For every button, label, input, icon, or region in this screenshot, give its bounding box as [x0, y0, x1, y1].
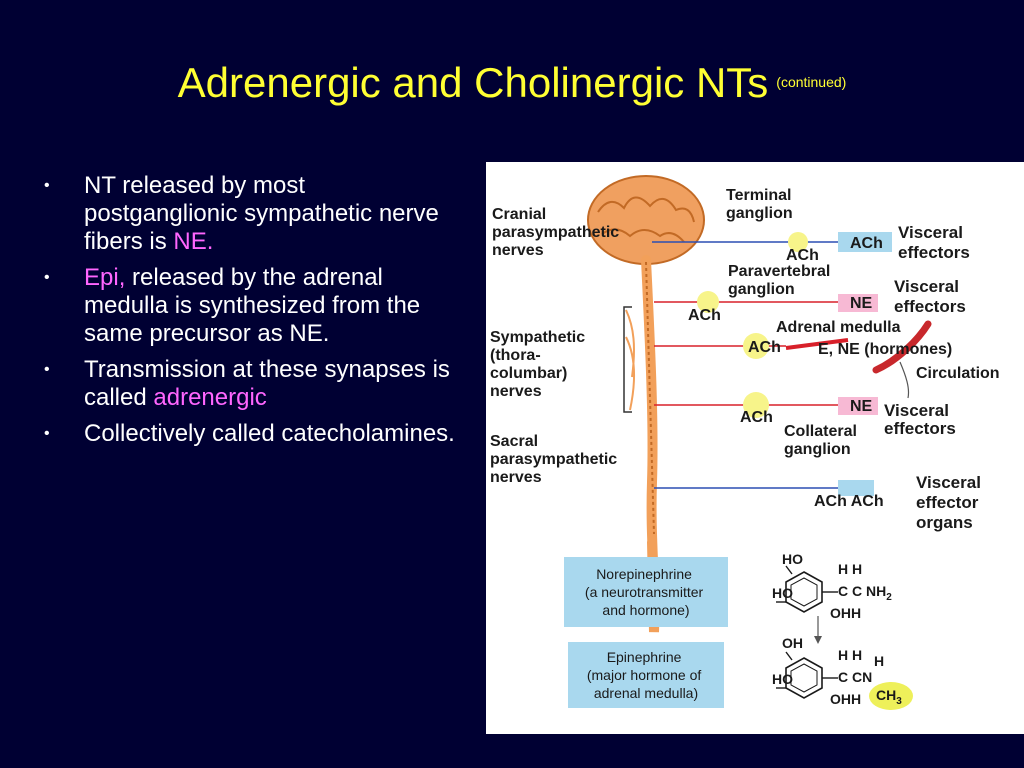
adrenal-ganglion [743, 333, 769, 359]
ne-ho-top: HO [782, 551, 803, 567]
visceral-effectors-1: Visceral effectors [898, 223, 970, 262]
title-subtitle: (continued) [776, 74, 847, 90]
ach-chip-cranial [838, 232, 892, 252]
circulation-label: Circulation [916, 365, 1000, 382]
epi-hh: H H [838, 647, 862, 663]
bullet-text: released by the adrenal medulla is synth… [84, 264, 421, 347]
bullet-list: • NT released by most postganglionic symp… [44, 172, 464, 456]
paravertebral-ganglion [697, 291, 719, 313]
epi-ho-left: HO [772, 671, 793, 687]
sacral-label: Sacral parasympathetic nerves [490, 433, 622, 486]
epi-oh-top: OH [782, 635, 803, 651]
adrenal-medulla-label: Adrenal medulla [776, 319, 901, 336]
epi-ccn: C CN [838, 669, 872, 685]
terminal-ganglion [788, 232, 808, 252]
bullet-text: NT released by most postganglionic sympa… [84, 172, 439, 255]
nerve-branches [625, 309, 636, 411]
bullet-item: • NT released by most postganglionic symp… [44, 172, 464, 256]
ne-paravertebral-label: NE [850, 295, 873, 312]
terminal-ganglion-label: Terminal ganglion [726, 187, 796, 222]
circulation-vessel [872, 320, 932, 374]
slide-title: Adrenergic and Cholinergic NTs (continued… [0, 58, 1024, 107]
norepinephrine-box [564, 557, 728, 627]
ach-ach-sacral-label: ACh ACh [814, 493, 884, 510]
ach-terminal-label: ACh [786, 247, 819, 264]
collateral-ganglion [743, 392, 769, 418]
highlighted-term: Epi, [84, 264, 126, 291]
sympathetic-label: Sympathetic (thora- columbar) nerves [490, 329, 590, 400]
paravertebral-ganglion-label: Paravertebral ganglion [728, 263, 835, 298]
bullet-item: • Epi, released by the adrenal medulla is… [44, 264, 464, 348]
highlighted-term: NE. [173, 228, 214, 255]
sympathetic-bracket [623, 306, 632, 413]
bullet-dot: • [44, 177, 50, 194]
ach-chip-sacral [838, 480, 874, 496]
ne-ohh: OHH [830, 605, 861, 621]
visceral-effector-organs: Visceral effector organs [916, 473, 986, 532]
norepinephrine-structure [776, 565, 838, 613]
hormones-label: E, NE (hormones) [818, 341, 952, 358]
brain-illustration [587, 175, 705, 265]
ach-effector-label: ACh [850, 235, 883, 252]
ne-cc: C C [838, 583, 862, 599]
ne-hh: H H [838, 561, 862, 577]
collateral-ganglion-label: Collateral ganglion [784, 423, 861, 458]
bullet-dot: • [44, 361, 50, 378]
ne-chip-paravertebral [838, 294, 878, 312]
bullet-item: • Transmission at these synapses is calle… [44, 356, 464, 412]
ne-chip-collateral [838, 397, 878, 415]
bullet-text: Transmission at these synapses is called [84, 356, 450, 411]
ach-paravertebral-label: ACh [688, 307, 721, 324]
cranial-label: Cranial parasympathetic nerves [492, 206, 624, 259]
epi-ohh: OHH [830, 691, 861, 707]
epinephrine-structure [776, 651, 838, 699]
circulation-arrow [899, 361, 910, 399]
bullet-text: Collectively called catecholamines. [84, 420, 455, 447]
figure-svg: Cranial parasympathetic nerves Sympathet… [490, 175, 1000, 710]
brain-folds [597, 196, 695, 243]
visceral-effectors-2: Visceral effectors [894, 277, 966, 316]
highlighted-term: adrenergic [153, 384, 267, 411]
nervous-system-figure: Cranial parasympathetic nerves Sympathet… [486, 162, 1024, 734]
ne-ho-left: HO [772, 585, 793, 601]
synthesis-arrowhead [814, 636, 822, 644]
bullet-item: • Collectively called catecholamines. [44, 420, 464, 448]
bullet-dot: • [44, 269, 50, 286]
epi-ch3: CH3 [876, 687, 902, 707]
epi-h: H [874, 653, 884, 669]
ne-nh2: NH2 [866, 583, 892, 603]
epinephrine-box [568, 642, 724, 708]
epinephrine-box-text: Epinephrine (major hormone of adrenal me… [587, 649, 705, 701]
visceral-effectors-3: Visceral effectors [884, 401, 956, 438]
norepinephrine-box-text: Norepinephrine (a neurotransmitter and h… [585, 566, 707, 618]
ach-collateral-label: ACh [740, 409, 773, 426]
ach-adrenal-label: ACh [748, 339, 781, 356]
adrenal-medulla-vessel [785, 338, 849, 350]
ch3-highlight [869, 682, 913, 710]
title-text: Adrenergic and Cholinergic NTs [177, 59, 769, 106]
bullet-dot: • [44, 425, 50, 442]
ne-collateral-label: NE [850, 398, 873, 415]
